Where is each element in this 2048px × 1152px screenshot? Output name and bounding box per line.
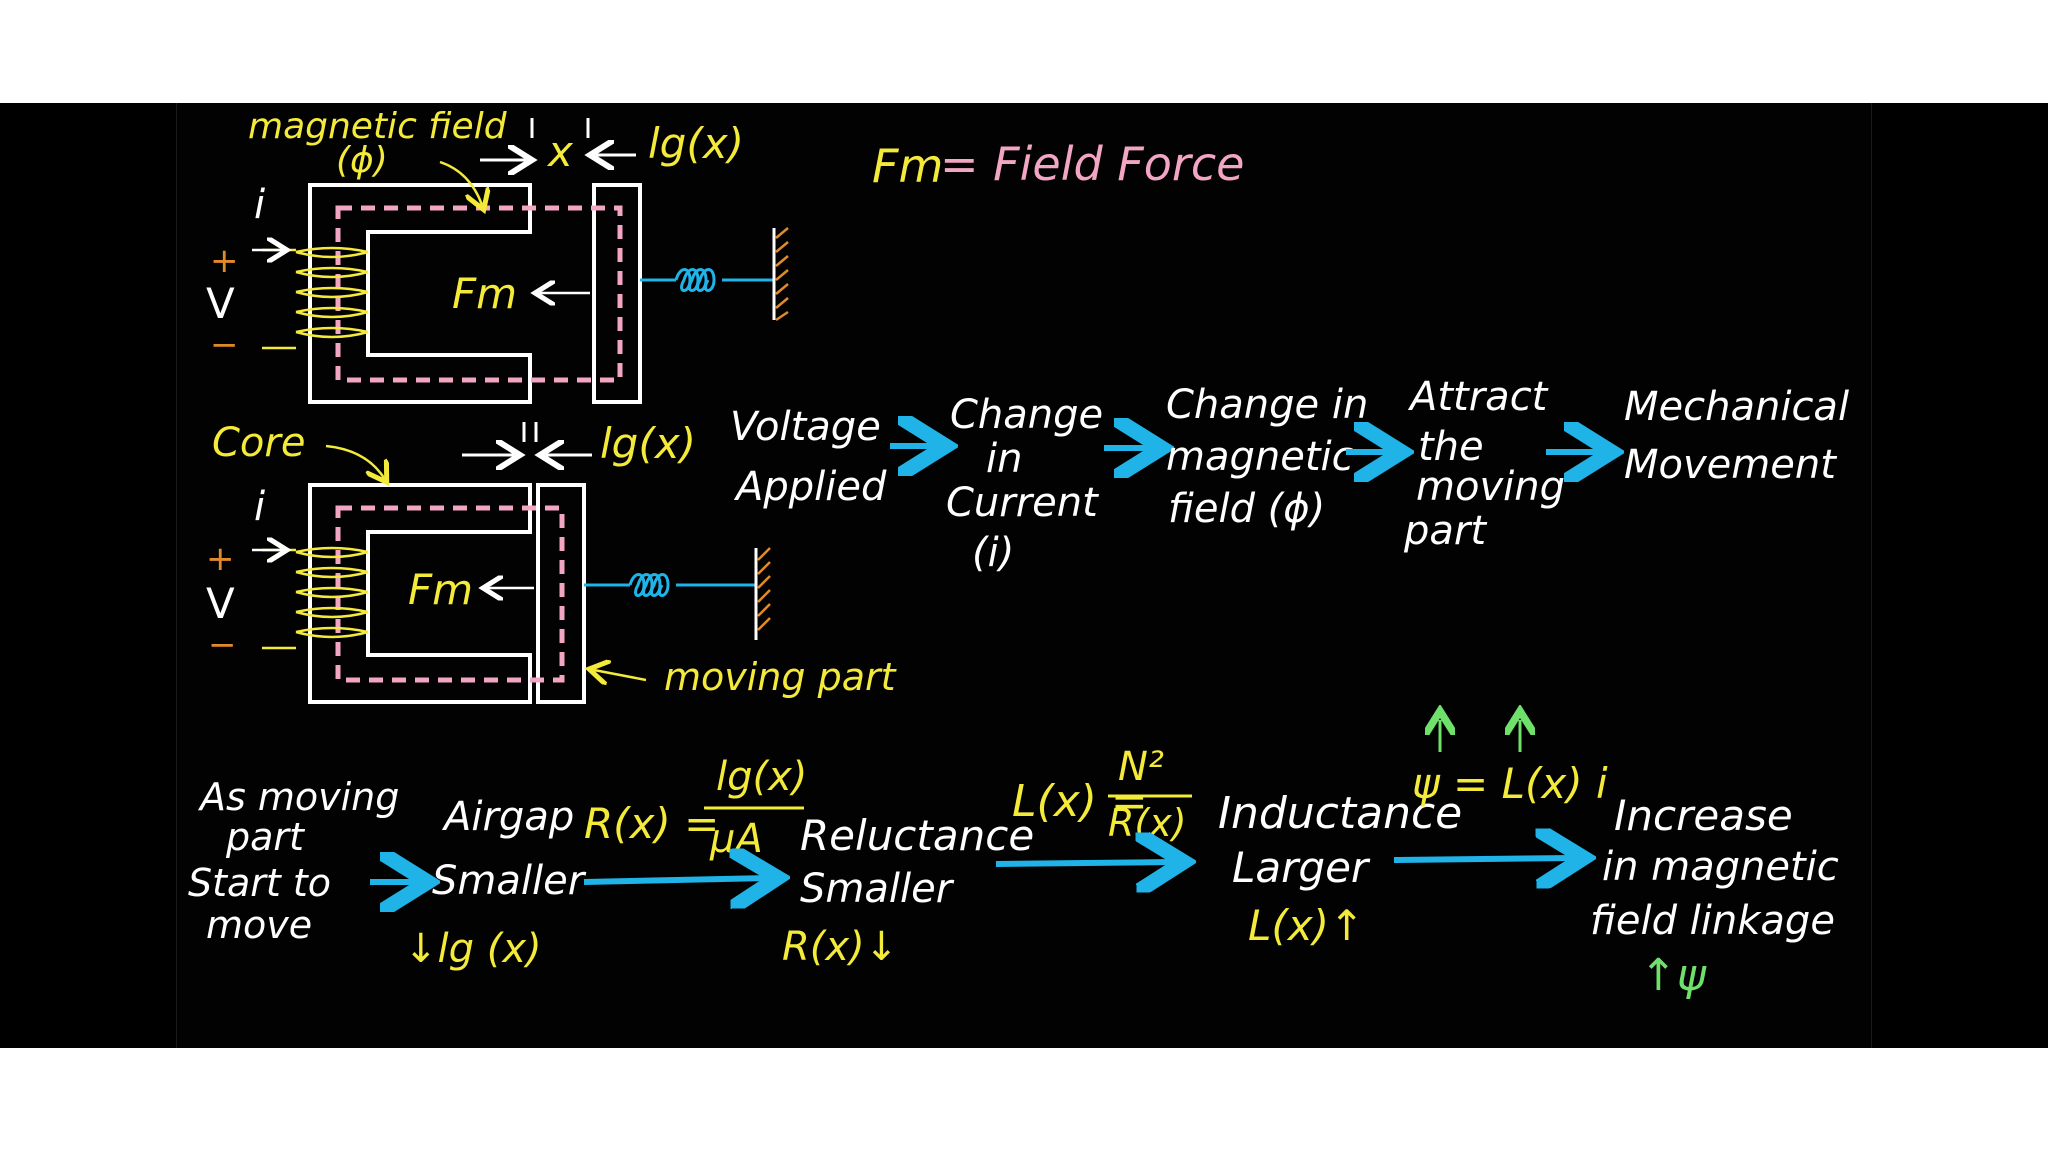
- phi-label: (ϕ): [336, 140, 388, 181]
- flow1-voltage-applied: Voltage Applied: [730, 404, 887, 510]
- top-core: [308, 183, 532, 404]
- flow2-airgap-line2: Smaller: [432, 858, 587, 904]
- flow1-step2-line1: Change: [950, 392, 1103, 438]
- flow1-step4-line4: part: [1403, 508, 1487, 554]
- flow2-inductance: Inductance Larger L(x)↑: [1218, 788, 1462, 950]
- bottom-electromagnet: [252, 422, 771, 704]
- flow1-step5-line2: Movement: [1624, 442, 1837, 488]
- top-coil: [262, 246, 369, 350]
- bottom-wall: [754, 547, 771, 640]
- flow2-reluctance: Reluctance Smaller R(x)↓: [782, 811, 1034, 970]
- top-lg-label: lg(x): [648, 119, 744, 168]
- linkage-formula-text: ψ = L(x) i: [1412, 759, 1608, 808]
- top-fm-label: Fm: [452, 269, 517, 318]
- top-armature: [592, 183, 642, 404]
- flow1-step2-line3: Current: [946, 480, 1099, 526]
- flow1-step3-line2: magnetic: [1166, 434, 1354, 480]
- bottom-plus-label: +: [206, 539, 235, 579]
- flow2-airgap: Airgap Smaller ↓lg (x): [404, 794, 587, 972]
- field-label-arrow: [439, 160, 482, 205]
- top-voltage-label: V: [206, 279, 235, 328]
- flow1-step3-line3: field (ϕ): [1168, 486, 1325, 532]
- inductance-denominator: R(x): [1108, 801, 1187, 845]
- flow2-start-line1: As moving: [197, 775, 399, 819]
- flow2-reluctance-sub: R(x)↓: [782, 924, 898, 970]
- flow2-linkage-line1: Increase: [1614, 791, 1793, 840]
- gap-x-label: x: [546, 127, 574, 176]
- flow2-reluctance-line1: Reluctance: [800, 811, 1034, 860]
- flow2-inductance-formula: L(x) = N² R(x): [1012, 744, 1192, 845]
- flow1-change-field: Change in magnetic field (ϕ): [1166, 382, 1368, 532]
- flow2-inductance-sub: L(x)↑: [1248, 901, 1364, 950]
- bottom-flux-path: [335, 505, 565, 683]
- bottom-gap-marker: [462, 422, 592, 455]
- definition-text: = Field Force: [940, 137, 1244, 191]
- flow1-step5-line1: Mechanical: [1624, 384, 1849, 430]
- flow2-reluctance-line2: Smaller: [800, 866, 955, 912]
- top-current-label: i: [254, 182, 265, 228]
- top-spring: [640, 268, 774, 292]
- flow1-step1-line2: Applied: [733, 464, 887, 510]
- top-plus-label: +: [210, 241, 239, 281]
- bottom-core: [308, 483, 532, 704]
- flow1-step3-line1: Change in: [1166, 382, 1368, 428]
- flow2-start-line2: part: [225, 815, 306, 859]
- bottom-coil: [262, 546, 369, 650]
- flow2-inductance-line2: Larger: [1232, 843, 1371, 892]
- flow2-airgap-line1: Airgap: [441, 794, 574, 840]
- flow2-arrow-3: [995, 862, 1172, 864]
- flow2-linkage: Increase in magnetic field linkage ↑ψ: [1590, 791, 1839, 1001]
- inductance-lhs: L(x) =: [1012, 776, 1148, 827]
- moving-part-label: moving part: [664, 655, 898, 699]
- flow2-linkage-line2: in magnetic: [1602, 844, 1839, 890]
- flow2-inductance-line1: Inductance: [1218, 788, 1462, 839]
- core-label: Core: [212, 420, 305, 466]
- magnetic-field-label: magnetic field: [248, 106, 508, 147]
- flow1-step4-line3: moving: [1416, 464, 1565, 510]
- reluctance-denominator: μA: [709, 816, 763, 862]
- bottom-spring: [584, 573, 756, 597]
- flow1-mechanical-movement: Mechanical Movement: [1624, 384, 1849, 488]
- flow2-linkage-line3: field linkage: [1590, 898, 1835, 944]
- bottom-voltage-label: V: [206, 579, 235, 628]
- top-flux-path: [335, 205, 623, 383]
- top-gap-marker: [480, 118, 636, 160]
- flow1-step4-line1: Attract: [1407, 374, 1549, 420]
- flow2-linkage-sub: ↑ψ: [1640, 950, 1707, 1001]
- flow1-step4-line2: the: [1418, 424, 1484, 470]
- flow1-step2-line4: (i): [972, 530, 1014, 576]
- top-wall: [772, 227, 789, 322]
- bottom-current-label: i: [254, 484, 265, 530]
- top-electromagnet: [252, 118, 789, 404]
- bottom-fm-label: Fm: [408, 565, 473, 614]
- flow1-change-current: Change in Current (i): [946, 392, 1103, 576]
- bottom-armature: [536, 483, 586, 704]
- flow1-attract: Attract the moving part: [1403, 374, 1565, 554]
- flow2-linkage-formula: ψ = L(x) i: [1412, 720, 1608, 808]
- inductance-numerator: N²: [1118, 744, 1164, 790]
- bottom-minus-label: −: [208, 625, 237, 665]
- reluctance-lhs: R(x) =: [584, 799, 719, 848]
- bottom-lg-label: lg(x): [600, 419, 696, 468]
- flow1-step2-line2: in: [986, 436, 1022, 482]
- top-minus-label: −: [210, 325, 239, 365]
- flow2-start: As moving part Start to move: [188, 775, 399, 947]
- moving-part-arrow: [594, 670, 647, 680]
- flow2-reluctance-formula: R(x) = lg(x) μA: [584, 754, 807, 862]
- core-label-arrow: [325, 444, 384, 478]
- flow1-step1-line1: Voltage: [730, 404, 881, 450]
- flow2-arrow-2: [583, 878, 766, 882]
- flow2-arrow-4: [1393, 858, 1572, 860]
- chalkboard: [176, 103, 1872, 1048]
- flow2-start-line3: Start to: [188, 861, 331, 905]
- flow2-start-line4: move: [206, 903, 312, 947]
- definition-fm: Fm: [872, 139, 943, 193]
- flow2-airgap-sub: ↓lg (x): [404, 926, 542, 972]
- reluctance-numerator: lg(x): [716, 754, 807, 800]
